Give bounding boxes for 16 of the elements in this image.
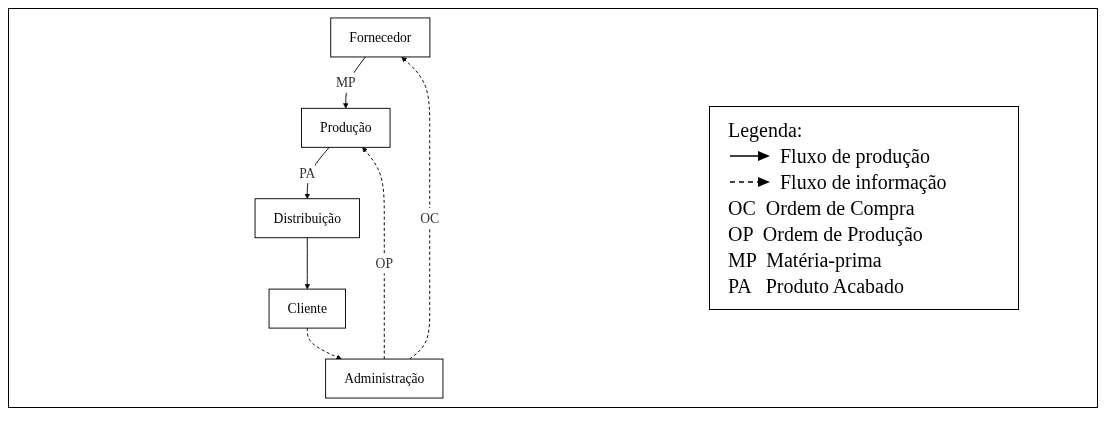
legend-text: OP Ordem de Produção — [728, 222, 923, 246]
edge-label: OP — [375, 255, 393, 272]
edge-label: OC — [420, 210, 440, 226]
edge-label: PA — [299, 165, 316, 181]
edge-label: MP — [335, 74, 356, 91]
node-box: Fornecedor — [330, 17, 431, 58]
legend-text: PA Produto Acabado — [728, 274, 904, 298]
node-box: Administração — [325, 358, 444, 399]
legend-text: Fluxo de informação — [780, 170, 947, 194]
legend-text: OC Ordem de Compra — [728, 196, 915, 220]
legend-text: Fluxo de produção — [780, 144, 930, 168]
legend-heading: Legenda: — [728, 117, 804, 143]
legend-text: MP Matéria-prima — [728, 248, 882, 272]
node-box: Distribuição — [254, 198, 360, 239]
node-box: Cliente — [268, 288, 346, 329]
node-box: Produção — [301, 107, 391, 148]
